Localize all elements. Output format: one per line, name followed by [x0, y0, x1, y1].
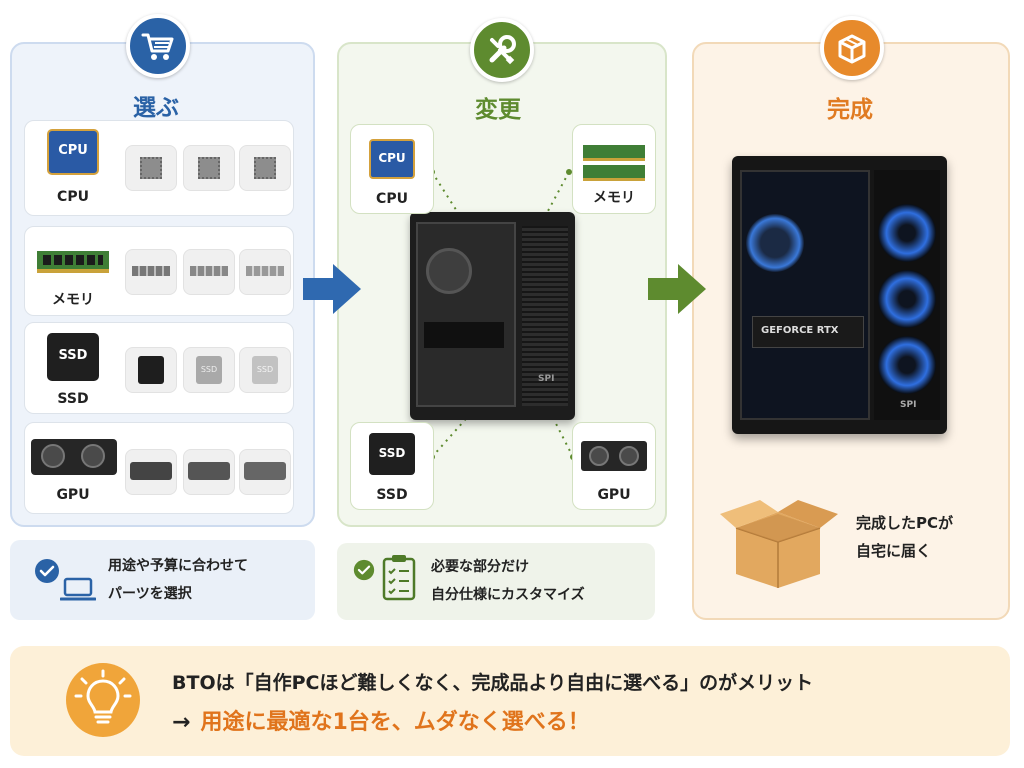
- memory-option-thumb[interactable]: [125, 249, 177, 295]
- gpu-option-row: GPU: [24, 422, 294, 514]
- cpu-option-thumb[interactable]: [183, 145, 235, 191]
- arrow-right-icon: [303, 264, 361, 314]
- ssd-row-label: SSD: [57, 391, 89, 407]
- laptop-icon: [60, 577, 96, 601]
- wrench-icon: [470, 18, 534, 82]
- gpu-part-label: GPU: [597, 487, 631, 503]
- cpu-part-label: CPU: [376, 191, 408, 207]
- select-note-line1: 用途や予算に合わせて: [108, 558, 248, 574]
- lightbulb-icon: [66, 663, 140, 737]
- cpu-chip-label: CPU: [58, 143, 88, 158]
- cpu-row-label: CPU: [57, 189, 89, 205]
- memory-option-thumb[interactable]: [239, 249, 291, 295]
- cpu-option-thumb[interactable]: [239, 145, 291, 191]
- cpu-part-chip-label: CPU: [378, 151, 406, 165]
- change-note-line1: 必要な部分だけ: [431, 559, 529, 575]
- check-circle-icon: [35, 559, 59, 583]
- step-title-select: 選ぶ: [133, 95, 179, 121]
- pc-case: SPI: [410, 212, 575, 420]
- change-note: 必要な部分だけ 自分仕様にカスタマイズ: [337, 543, 655, 620]
- cpu-part-card[interactable]: CPU CPU: [350, 124, 434, 214]
- completed-pc: GEFORCE RTX SPI: [732, 156, 947, 434]
- ssd-option-thumb[interactable]: SSD: [183, 347, 235, 393]
- cardboard-box-icon: [720, 500, 838, 588]
- memory-stick[interactable]: [37, 251, 109, 273]
- shopping-cart-icon: [126, 14, 190, 78]
- gpu-brand-text: GEFORCE RTX: [761, 325, 839, 336]
- front-fan: [878, 270, 936, 328]
- front-fan: [878, 336, 936, 394]
- delivery-text-line1: 完成したPCが: [856, 514, 954, 532]
- cpu-chip[interactable]: CPU: [47, 129, 99, 175]
- ssd-drive-label: SSD: [58, 348, 88, 363]
- change-note-line2: 自分仕様にカスタマイズ: [431, 587, 585, 603]
- step-title-change: 変更: [475, 97, 521, 123]
- arrow-right-icon: [648, 264, 706, 314]
- ssd-part-drive-label: SSD: [378, 446, 406, 460]
- box-icon: [820, 16, 884, 80]
- cpu-option-thumb[interactable]: [125, 145, 177, 191]
- ssd-option-thumb[interactable]: SSD: [239, 347, 291, 393]
- banner-line2-text: 用途に最適な1台を、ムダなく選べる！: [200, 710, 590, 735]
- cpu-cooler-fan: [746, 214, 804, 272]
- ssd-option-row: SSD SSD SSD SSD: [24, 322, 294, 414]
- benefit-banner: [10, 646, 1010, 756]
- front-fan: [878, 204, 936, 262]
- gpu-row-label: GPU: [56, 487, 90, 503]
- select-note-line2: パーツを選択: [108, 586, 192, 602]
- banner-arrow: →: [172, 710, 191, 735]
- memory-row-label: メモリ: [52, 292, 94, 308]
- cpu-option-row: CPU CPU: [24, 120, 294, 216]
- ssd-drive[interactable]: SSD: [47, 333, 99, 381]
- memory-part-label: メモリ: [593, 190, 635, 206]
- memory-option-row: メモリ: [24, 226, 294, 316]
- gpu-option-thumb[interactable]: [183, 449, 235, 495]
- ssd-part-label: SSD: [376, 487, 408, 503]
- gpu-option-thumb[interactable]: [239, 449, 291, 495]
- select-note: 用途や予算に合わせて パーツを選択: [10, 540, 315, 620]
- clipboard-checklist-icon: [382, 555, 416, 601]
- banner-line2: → 用途に最適な1台を、ムダなく選べる！: [172, 704, 590, 736]
- pc-case-logo: SPI: [538, 374, 555, 384]
- graphics-card-installed: GEFORCE RTX: [752, 316, 864, 348]
- gpu-option-thumb[interactable]: [125, 449, 177, 495]
- delivery-text-line2: 自宅に届く: [856, 542, 932, 560]
- memory-option-thumb[interactable]: [183, 249, 235, 295]
- check-circle-icon: [353, 559, 375, 581]
- memory-part-card[interactable]: メモリ: [572, 124, 656, 214]
- graphics-card[interactable]: [31, 439, 117, 475]
- gpu-part-card[interactable]: GPU: [572, 422, 656, 510]
- banner-line1: BTOは「自作PCほど難しくなく、完成品より自由に選べる」のがメリット: [172, 672, 814, 694]
- step-title-done: 完成: [827, 97, 873, 123]
- ssd-part-card[interactable]: SSD SSD: [350, 422, 434, 510]
- ssd-option-thumb[interactable]: [125, 347, 177, 393]
- completed-pc-logo: SPI: [900, 400, 917, 410]
